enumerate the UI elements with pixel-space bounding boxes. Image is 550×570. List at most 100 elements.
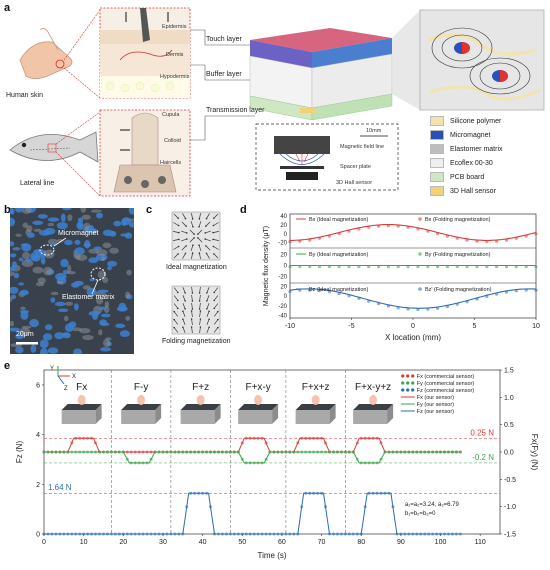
coef-line-1: a₁=a₂=3.24, a₃=6.79 [405,502,460,508]
series-point [317,288,322,293]
fy-point [375,461,379,465]
legend-marker [406,374,410,378]
fy-point [332,450,335,454]
fz-point [454,532,458,536]
device-icon [238,395,279,424]
x-axis-label: Time (s) [257,551,286,560]
fz-point [391,505,395,509]
fz-point [443,532,446,536]
fz-point [58,532,62,536]
fy-point [173,450,177,454]
fy-point [320,450,324,454]
fz-point [423,532,427,536]
fz-point [213,532,216,536]
fz-point [284,532,288,536]
fy-point [335,450,339,454]
fy-point [149,457,153,461]
fy-point [300,450,304,454]
legend-item: Silicone polymer [430,116,501,126]
fz-point [439,532,442,536]
fy-point [121,450,125,454]
fy-point [105,450,109,454]
fy-point [407,450,411,454]
fy-point [94,450,97,454]
fz-point [209,505,212,509]
series-point [298,265,302,269]
series-point [406,265,410,269]
fy-point [347,450,351,454]
fy-point [379,457,383,461]
fy-point [447,450,450,454]
fy-point [288,450,292,454]
fz-point [173,532,177,536]
x-tick-label: 70 [318,539,326,546]
fz-point [129,532,133,536]
fy-point [224,450,228,454]
fy-point [443,450,446,454]
fz-point [177,532,181,536]
fx-point [312,436,316,440]
fy-point [125,457,129,461]
series-point [357,296,361,300]
series-point [514,265,518,269]
fy-point [169,450,173,454]
series-point [455,302,459,306]
series-point [495,239,499,243]
fz-point [395,532,399,536]
series-point [436,306,440,310]
fx-point [324,441,327,445]
fy-point [228,450,232,454]
fy-point [74,450,78,454]
series-point [406,225,410,229]
fz-point [355,532,359,536]
y-tick-label: -1.5 [504,532,516,539]
fy-point [66,450,70,454]
series-point [495,265,499,269]
series-point [534,232,538,236]
fx-point [145,450,149,454]
fy-point [339,450,343,454]
series-point [445,304,449,309]
fy-point [62,450,66,454]
fx-point [125,450,129,454]
series-point [475,239,479,243]
panel-e-letter: e [4,360,11,372]
series-point [504,238,509,242]
y-tick-label: -0.5 [504,477,516,484]
axis-triad [57,366,70,385]
y-tick-label: 1.5 [504,368,514,375]
fz-point [427,532,431,536]
fy-point [458,450,462,454]
fy-point [102,450,105,454]
series-point [327,265,331,269]
annot-164: 1.64 N [48,483,72,492]
series-line [290,224,537,241]
fz-point [54,532,58,536]
legend-label: Fx (our sensor) [417,395,454,401]
fy-point [264,457,268,461]
fy-point [260,461,264,465]
legend-marker [401,374,405,378]
touch-layer-label: Touch layer [206,36,242,43]
fz-point [300,505,304,509]
x-tick-label: -5 [348,323,354,330]
fx-point [379,441,383,445]
y-tick-label: -40 [278,314,287,320]
series-point [406,307,410,311]
x-tick-label: 10 [532,323,540,330]
fz-point [169,532,173,536]
device-icon [121,395,162,424]
legend-swatch [430,116,444,126]
series-point [534,288,538,292]
fz-point [236,532,240,536]
x-tick-label: 5 [473,323,477,330]
legend-marker [411,388,415,392]
series-point [377,265,381,269]
fz-point [78,532,82,536]
dermis-label: Dermis [166,52,184,58]
fz-point [256,532,260,536]
fz-point [141,532,145,536]
fy-point [324,450,327,454]
fy-point [165,450,169,454]
fz-point [66,532,70,536]
